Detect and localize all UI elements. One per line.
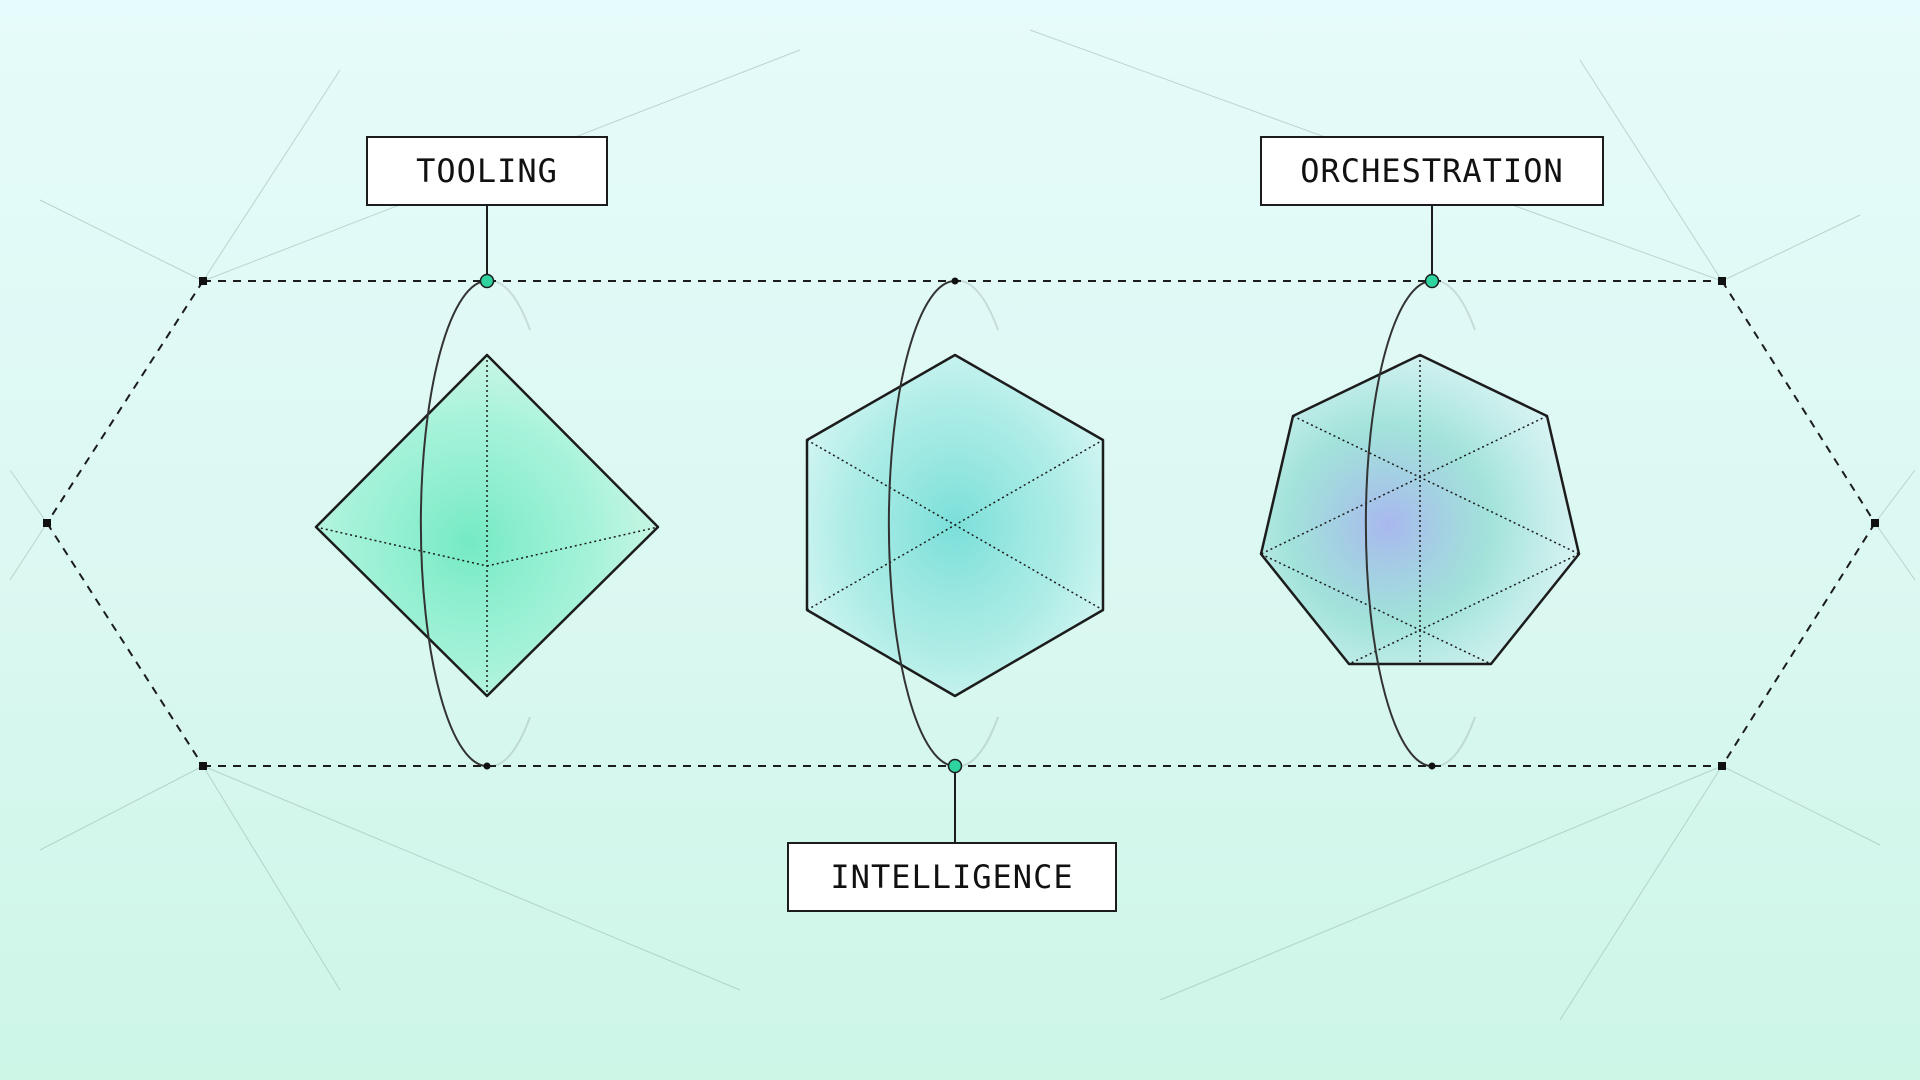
tooling-label: TOOLING: [366, 136, 608, 206]
intelligence-label-text: INTELLIGENCE: [830, 858, 1074, 896]
accent-nodes: [479, 273, 1440, 774]
intelligence-label: INTELLIGENCE: [787, 842, 1117, 912]
heptagon-shape: [1259, 353, 1581, 666]
dashed-frame: [46, 280, 1876, 767]
tooling-label-text: TOOLING: [416, 152, 558, 190]
orchestration-label: ORCHESTRATION: [1260, 136, 1604, 206]
frame-corner-markers: [43, 277, 1879, 770]
hexagon-shape: [805, 353, 1105, 698]
label-connectors: [486, 206, 1433, 842]
octahedron-shape: [314, 353, 660, 698]
orchestration-label-text: ORCHESTRATION: [1300, 152, 1564, 190]
orbit-contact-dots: [483, 277, 1436, 770]
